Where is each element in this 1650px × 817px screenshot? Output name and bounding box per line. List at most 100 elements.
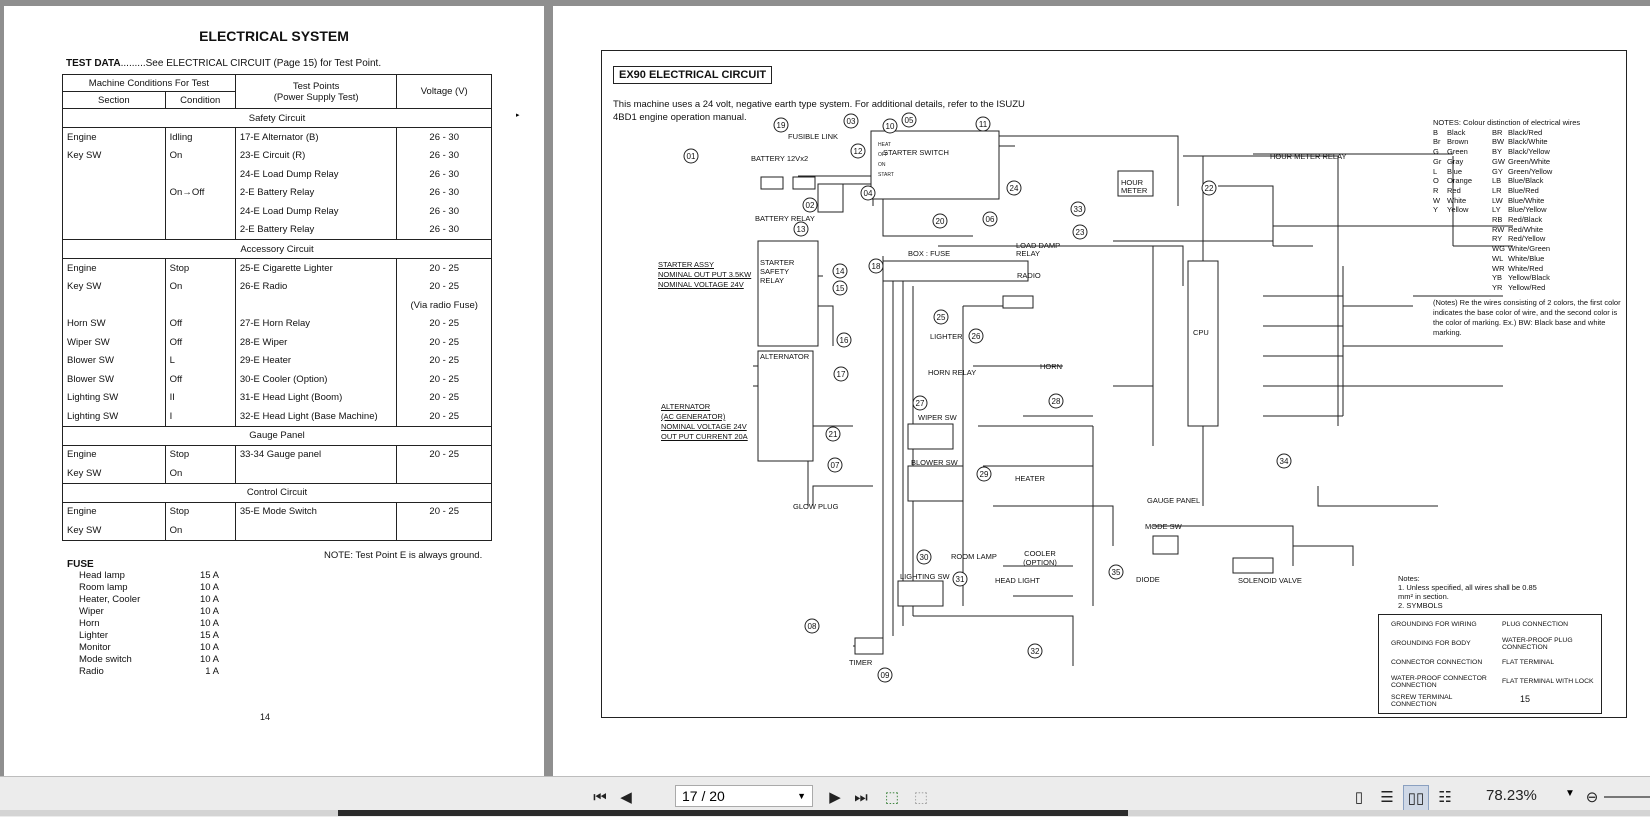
zoom-slider[interactable]: [1604, 796, 1650, 798]
prev-page-icon[interactable]: ◀: [620, 789, 632, 806]
continuous-facing-icon[interactable]: ☷: [1438, 789, 1452, 806]
colour-code: RB: [1492, 215, 1503, 225]
label-alternator-box: ALTERNATOR: [760, 352, 810, 361]
cell-section: Key SW: [62, 521, 166, 541]
cell-condition: [164, 296, 236, 315]
cell-section: Blower SW: [62, 370, 166, 389]
fuse-name: Room lamp: [79, 582, 128, 593]
cell-test-point: [234, 296, 398, 315]
label-diode: DIODE: [1136, 575, 1160, 584]
colour-code: WL: [1492, 253, 1504, 263]
single-page-icon[interactable]: ▯: [1354, 789, 1364, 806]
cell-section: [62, 202, 166, 221]
label-hour-meter: HOUR METER: [1121, 178, 1148, 195]
left-page: ELECTRICAL SYSTEM TEST DATA.........See …: [4, 6, 544, 776]
horizontal-scrollbar[interactable]: [0, 810, 1650, 816]
zoom-dropdown-icon[interactable]: ▼: [1565, 788, 1575, 799]
colour-name: White/Red: [1508, 263, 1544, 273]
svg-text:15: 15: [836, 284, 845, 293]
last-page-icon[interactable]: ⏭: [854, 788, 868, 806]
cell-condition: L: [164, 351, 236, 370]
cell-test-point: [234, 521, 398, 541]
colour-name: Green/White: [1508, 156, 1551, 166]
colour-name: Black/Yellow: [1508, 147, 1550, 157]
cell-test-point: 29-E Heater: [234, 351, 398, 370]
radio-box: [1002, 295, 1034, 309]
cell-condition: Off: [164, 314, 236, 333]
colour-code: LY: [1492, 205, 1501, 215]
label-starter-safety-relay: STARTER SAFETY RELAY: [760, 258, 795, 285]
fuse-name: Heater, Cooler: [79, 594, 141, 605]
fuse-name: Lighter: [79, 630, 109, 641]
callout-01: 01: [683, 148, 699, 164]
fuse-box: [882, 260, 1029, 282]
chevron-down-icon[interactable]: ▼: [797, 791, 806, 801]
label-room-lamp: ROOM LAMP: [951, 552, 997, 561]
first-page-icon[interactable]: ⏮: [593, 788, 607, 806]
callout-21: 21: [825, 426, 841, 442]
continuous-icon[interactable]: ☰: [1380, 789, 1394, 806]
cell-section: Engine: [62, 502, 166, 521]
table-section-header: Gauge Panel: [62, 425, 492, 446]
callout-32: 32: [1027, 643, 1043, 659]
callout-22: 22: [1201, 180, 1217, 196]
zoom-out-icon[interactable]: ⊖: [1585, 789, 1599, 806]
fuse-rating: 10 A: [199, 654, 219, 665]
scrollbar-thumb[interactable]: [338, 810, 1128, 816]
cell-condition: [164, 202, 236, 221]
svg-text:25: 25: [937, 313, 946, 322]
page-number-field[interactable]: 17 / 20 ▼: [675, 785, 813, 807]
two-color-note: (Notes) Re the wires consisting of 2 col…: [1433, 298, 1621, 337]
label-solenoid-valve: SOLENOID VALVE: [1238, 576, 1302, 585]
zoom-level[interactable]: 78.23%: [1486, 787, 1537, 804]
next-view-icon[interactable]: ⬚: [913, 789, 929, 806]
colour-name: White: [1447, 195, 1467, 205]
cell-test-point: 25-E Cigarette Lighter: [234, 258, 398, 278]
label-horn-relay: HORN RELAY: [928, 368, 977, 377]
svg-text:06: 06: [986, 215, 995, 224]
cell-voltage: 26 - 30: [396, 183, 492, 202]
callout-14: 14: [832, 263, 848, 279]
svg-text:29: 29: [980, 470, 989, 479]
cell-condition: [164, 220, 236, 240]
cell-section: [62, 165, 166, 184]
colour-notes: NOTES: Colour distinction of electrical …: [1433, 118, 1580, 293]
colour-code: BW: [1492, 137, 1505, 147]
callout-07: 07: [827, 457, 843, 473]
fuse-name: Wiper: [79, 606, 104, 617]
svg-text:32: 32: [1031, 647, 1040, 656]
facing-icon[interactable]: ▯▯: [1403, 785, 1429, 811]
test-data-label: TEST DATA: [66, 58, 121, 69]
next-page-icon[interactable]: ▶: [829, 789, 841, 806]
svg-text:09: 09: [881, 671, 890, 680]
callout-04: 04: [860, 185, 876, 201]
legend-item: FLAT TERMINAL WITH LOCK: [1502, 678, 1594, 685]
colour-code: BY: [1492, 147, 1503, 157]
colour-code: Gr: [1433, 156, 1442, 166]
svg-text:19: 19: [777, 121, 786, 130]
cell-test-point: 26-E Radio: [234, 277, 398, 296]
test-data-text: .........See ELECTRICAL CIRCUIT (Page 15…: [120, 58, 382, 69]
colour-name: Yellow: [1447, 205, 1469, 215]
callout-09: 09: [877, 667, 893, 683]
table-section-header: Safety Circuit: [62, 108, 492, 128]
label-ac-generator: (AC GENERATOR): [661, 412, 726, 421]
previous-view-icon[interactable]: ⬚: [884, 789, 900, 806]
svg-text:22: 22: [1205, 184, 1214, 193]
page-number-left: 14: [260, 712, 271, 722]
